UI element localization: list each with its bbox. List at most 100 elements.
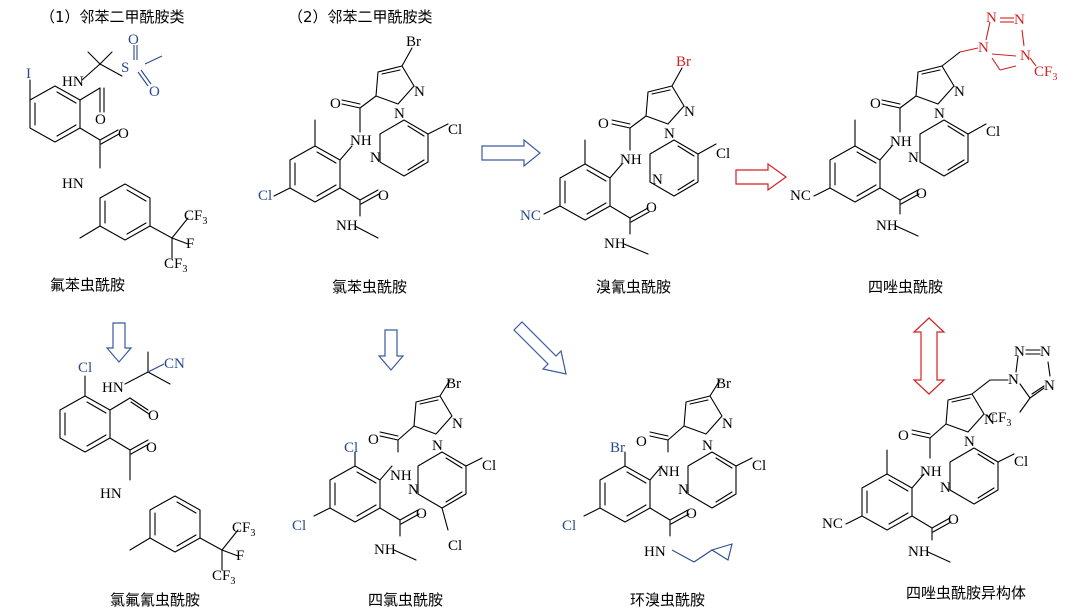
arrow-diagonal bbox=[513, 321, 567, 375]
atom-n-tz3: N bbox=[1014, 12, 1025, 28]
atom-o-chl2: O bbox=[378, 188, 389, 204]
atom-n-itz3: N bbox=[1040, 344, 1051, 360]
atom-o-1: O bbox=[95, 112, 106, 128]
atom-o-tc2: O bbox=[416, 506, 427, 522]
atom-o-tet2: O bbox=[916, 186, 927, 202]
atom-cl-cyan: Cl bbox=[716, 146, 730, 162]
atom-n-cyan1: N bbox=[684, 104, 695, 120]
atom-o-chl1: O bbox=[330, 96, 341, 112]
label-tetrachlorantraniliprole: 四氯虫酰胺 bbox=[368, 591, 443, 609]
arrow-right-1 bbox=[481, 138, 541, 168]
atom-nh-chl2: NH bbox=[336, 218, 358, 234]
atom-br-cyan: Br bbox=[676, 54, 691, 70]
atom-nh-tc: NH bbox=[390, 468, 412, 484]
atom-cf3-2: CF3 bbox=[164, 256, 187, 275]
arrow-updown-red bbox=[912, 317, 946, 395]
atom-f-cyc: F bbox=[236, 548, 244, 564]
atom-n-tet2: N bbox=[934, 106, 945, 122]
atom-n-iso2: N bbox=[964, 434, 975, 450]
label-tetraniliprole: 四唑虫酰胺 bbox=[868, 278, 943, 296]
label-cyclaniliprole: 氯氟氰虫酰胺 bbox=[110, 591, 200, 609]
atom-cf3-tet: CF3 bbox=[1034, 64, 1057, 83]
atom-n-tet1: N bbox=[954, 84, 965, 100]
label-cyclobromoamide: 环溴虫酰胺 bbox=[630, 591, 705, 609]
structure-flubendiamide: I O HN S O O O HN CF3 bbox=[26, 32, 207, 275]
atom-o-tet1: O bbox=[870, 96, 881, 112]
arrow-right-red bbox=[735, 162, 788, 192]
atom-o-cb2: O bbox=[686, 506, 697, 522]
atom-cf3-iso: CF3 bbox=[988, 410, 1011, 429]
label-cyantraniliprole: 溴氰虫酰胺 bbox=[596, 278, 671, 296]
atom-n-tc2: N bbox=[432, 438, 443, 454]
atom-cl-chl1: Cl bbox=[258, 188, 272, 204]
label-tetraniliprole-isomer: 四唑虫酰胺异构体 bbox=[906, 584, 1026, 602]
atom-nh-iso2: NH bbox=[908, 544, 930, 560]
atom-iodine: I bbox=[26, 66, 31, 82]
atom-n-iso3: N bbox=[940, 480, 951, 496]
atom-cf3-cyc2: CF3 bbox=[212, 568, 235, 587]
section-title-2: （2）邻苯二甲酰胺类 bbox=[288, 8, 433, 26]
atom-br-cb2: Br bbox=[716, 376, 731, 392]
atom-cl-iso: Cl bbox=[1014, 454, 1028, 470]
atom-n-tz1: N bbox=[978, 40, 989, 56]
atom-n-itz1: N bbox=[1008, 372, 1019, 388]
atom-n-itz2: N bbox=[1014, 344, 1025, 360]
atom-nc-tet: NC bbox=[790, 188, 811, 204]
atom-n-iso1: N bbox=[984, 412, 995, 428]
label-chlorantraniliprole: 氯苯虫酰胺 bbox=[332, 278, 407, 296]
atom-cf3-cyc1: CF3 bbox=[232, 520, 255, 539]
atom-nh-cyan: NH bbox=[620, 152, 642, 168]
atom-nh-tet: NH bbox=[890, 134, 912, 150]
atom-cl-cyc: Cl bbox=[78, 360, 92, 376]
atom-n-tz2: N bbox=[986, 10, 997, 26]
atom-hn-cyc1: HN bbox=[102, 380, 124, 396]
structure-cyclobromoamide: Br Cl NH O Br N N Cl N O HN bbox=[562, 376, 766, 563]
atom-cn-cyc: CN bbox=[164, 356, 185, 372]
arrow-down-1 bbox=[105, 322, 133, 363]
atom-cl-chl2: Cl bbox=[448, 122, 462, 138]
atom-nh-cb: NH bbox=[658, 464, 680, 480]
structure-chlorantraniliprole: Cl NH O Br N N Cl N O NH bbox=[258, 34, 462, 239]
structure-tetraniliprole-isomer: NC NH O N N N N N N CF3 Cl N O bbox=[822, 344, 1055, 563]
atom-o-s1: O bbox=[128, 32, 139, 48]
atom-hn-cyc2: HN bbox=[100, 486, 122, 502]
atom-br-chl: Br bbox=[406, 34, 421, 50]
atom-o-cyc2: O bbox=[146, 440, 157, 456]
structure-tetrachlorantraniliprole: Cl Cl NH O Br N N Cl Cl N O NH bbox=[292, 376, 496, 561]
atom-nh-1: HN bbox=[62, 74, 84, 90]
atom-n-chl2: N bbox=[394, 106, 405, 122]
atom-br-tc: Br bbox=[446, 376, 461, 392]
label-flubendiamide: 氟苯虫酰胺 bbox=[50, 276, 125, 294]
structure-tetraniliprole: NC NH O N N N N N N CF3 Cl N O bbox=[790, 10, 1057, 237]
atom-n-tet3: N bbox=[908, 150, 919, 166]
atom-n-chl1: N bbox=[414, 84, 425, 100]
atom-nh-cyan2: NH bbox=[604, 236, 626, 252]
atom-n-tc1: N bbox=[452, 416, 463, 432]
atom-o-iso2: O bbox=[948, 512, 959, 528]
atom-nh-tet2: NH bbox=[876, 218, 898, 234]
atom-cf3-1: CF3 bbox=[184, 208, 207, 227]
atom-hn-2: HN bbox=[62, 176, 84, 192]
atom-nc-iso: NC bbox=[822, 516, 843, 532]
atom-n-cb3: N bbox=[678, 482, 689, 498]
atom-o-2: O bbox=[118, 126, 129, 142]
atom-cl-tc1: Cl bbox=[344, 440, 358, 456]
arrow-down-2 bbox=[377, 329, 405, 371]
structure-cyantraniliprole: NC NH O Br N N Cl N O NH bbox=[520, 54, 730, 255]
atom-o-cyan2: O bbox=[646, 200, 657, 216]
atom-o-tc1: O bbox=[368, 432, 379, 448]
atom-nc-cyan: NC bbox=[520, 208, 541, 224]
section-title-1: （1）邻苯二甲酰胺类 bbox=[40, 8, 185, 26]
atom-n-cyan2: N bbox=[664, 126, 675, 142]
structure-cyclaniliprole: Cl O HN CN O HN CF3 F CF3 bbox=[59, 351, 255, 587]
atom-o-cb1: O bbox=[636, 434, 647, 450]
atom-n-tz4: N bbox=[1020, 48, 1031, 64]
atom-n-itz4: N bbox=[1044, 378, 1055, 394]
atom-n-chl3: N bbox=[370, 150, 381, 166]
atom-cl-cb1: Cl bbox=[562, 518, 576, 534]
atom-hn-cb: HN bbox=[644, 544, 666, 560]
atom-n-cb2: N bbox=[702, 438, 713, 454]
atom-nh-tc2: NH bbox=[374, 542, 396, 558]
